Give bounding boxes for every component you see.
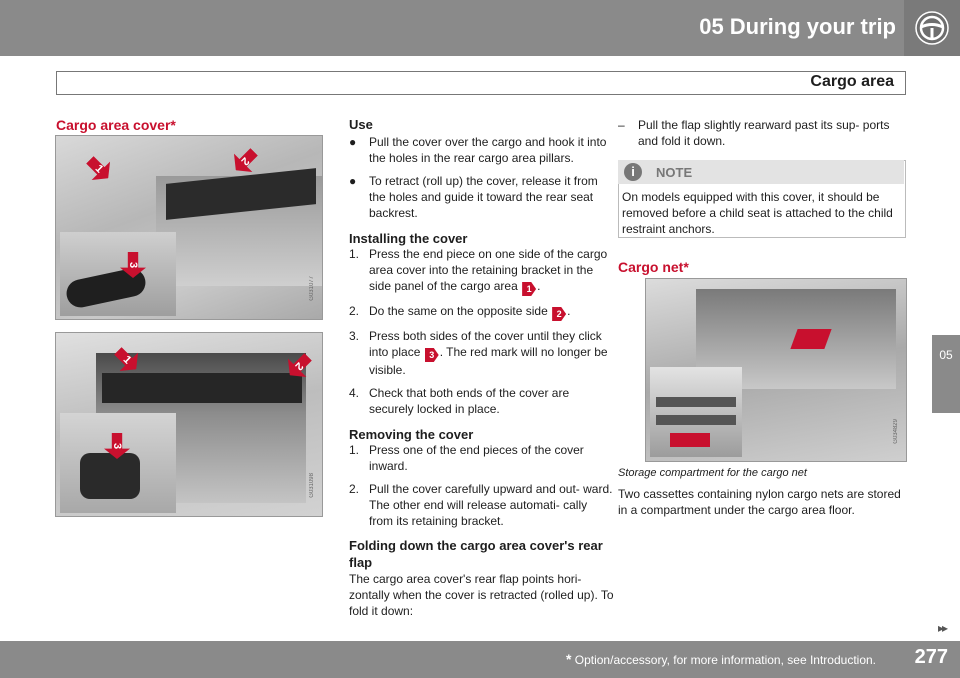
info-icon: i [624,163,642,181]
marker-2-label: 2 [238,154,252,168]
next-page-arrows-icon: ▸▸ [937,621,948,635]
dash-item: –Pull the flap slightly rearward past it… [618,117,904,156]
step-text-end: . [567,304,571,318]
step-number: 1. [349,443,360,457]
page-number: 277 [914,646,948,668]
step-text-end: . [537,279,541,293]
photo-3-inset [650,367,742,457]
dash-icon: – [618,118,625,132]
list-item: 1. Press one of the end pieces of the cov… [349,442,614,474]
step-number: 3. [349,329,360,343]
middle-column: Use ● Pull the cover over the cargo and h… [349,117,614,619]
remove-heading: Removing the cover [349,427,474,442]
step-number: 2. [349,482,360,496]
step-text: Do the same on the opposite side [369,304,552,318]
fold-heading: Folding down the cargo area cover's rear… [349,538,603,570]
remove-steps: 1. Press one of the end pieces of the cov… [349,442,614,529]
chapter-side-tab [932,335,960,413]
list-item-text: Pull the flap slightly rearward past its… [638,118,890,148]
chapter-side-tab-label: 05 [939,348,953,362]
marker-badge-icon: 2 [552,307,567,321]
inset-cassette-1 [656,397,736,407]
red-highlight-shape [790,329,832,349]
footer-band [0,641,960,678]
step-text: Check that both ends of the cover are se… [369,386,570,416]
inset-cassette-2 [656,415,736,425]
step-number: 1. [349,247,360,261]
step-text: Press one of the end pieces of the cover… [369,443,584,473]
list-item-text: Pull the cover over the cargo and hook i… [369,135,607,165]
image-code: G031077 [309,276,315,301]
footnote-text: Option/accessory, for more information, … [574,653,876,667]
marker-badge-icon: 1 [522,282,537,296]
list-item: 4. Check that both ends of the cover are … [349,385,614,417]
cargo-net-photo: G034829 [645,278,907,462]
marker-badge-icon: 3 [424,348,439,362]
list-item: ● To retract (roll up) the cover, release… [349,173,614,221]
cargo-net-heading: Cargo net* [618,259,689,275]
list-item: ● Pull the cover over the cargo and hook … [349,134,614,166]
note-header [618,160,904,184]
list-item: 3. Press both sides of the cover until th… [349,328,614,378]
use-heading: Use [349,117,373,132]
marker-3-label: 3 [127,261,139,269]
section-title: Cargo area [810,73,894,90]
image-code: G031098 [309,473,315,498]
step-text: Pull the cover carefully upward and out-… [369,482,613,528]
cargo-cover-heading: Cargo area cover* [56,117,176,133]
cover-shape-2 [102,373,302,403]
step-text: Press both sides of the cover until they… [369,329,602,359]
marker-3-label: 3 [111,442,123,450]
install-steps: 1.Press the end piece on one side of the… [349,246,614,417]
note-label: NOTE [656,165,693,180]
marker-1: 1 [81,151,118,188]
cargo-net-body: Two cassettes containing nylon cargo net… [618,487,901,517]
photo-2-inset [60,413,176,513]
steering-wheel-icon [915,11,949,45]
section-title-box [56,71,906,95]
chapter-title: 05 During your trip [699,14,896,39]
bullet-icon: ● [349,174,357,188]
step-text-end: . The red mark will no longer be visible… [369,345,608,377]
list-item: 2. Pull the cover carefully upward and ou… [349,481,614,529]
header-band [0,0,960,56]
install-heading: Installing the cover [349,231,468,246]
cargo-cover-photo-2: 1 2 3 G031098 [55,332,323,517]
footer-note: * Option/accessory, for more information… [566,651,876,667]
step-number: 4. [349,386,360,400]
image-caption: Storage compartment for the cargo net [618,467,807,479]
list-item-text: To retract (roll up) the cover, release … [369,174,598,220]
image-code: G034829 [893,419,899,444]
step-number: 2. [349,304,360,318]
photo-1-inset [60,232,176,316]
bullet-icon: ● [349,135,357,149]
footnote-star: * [565,651,572,667]
list-item: 1.Press the end piece on one side of the… [349,246,614,296]
marker-1-label: 1 [92,162,106,176]
inset-red-mark [670,433,710,447]
list-item: 2. Do the same on the opposite side 2. [349,303,614,321]
step-text: Press the end piece on one side of the c… [369,247,608,293]
list-item: –Pull the flap slightly rearward past it… [618,117,904,149]
note-text: On models equipped with this cover, it s… [622,190,893,236]
inset-bracket [80,453,140,499]
fold-text: The cargo area cover's rear flap points … [349,572,614,618]
use-list: ● Pull the cover over the cargo and hook … [349,134,614,221]
cargo-cover-photo-1: 1 2 3 G031077 [55,135,323,320]
